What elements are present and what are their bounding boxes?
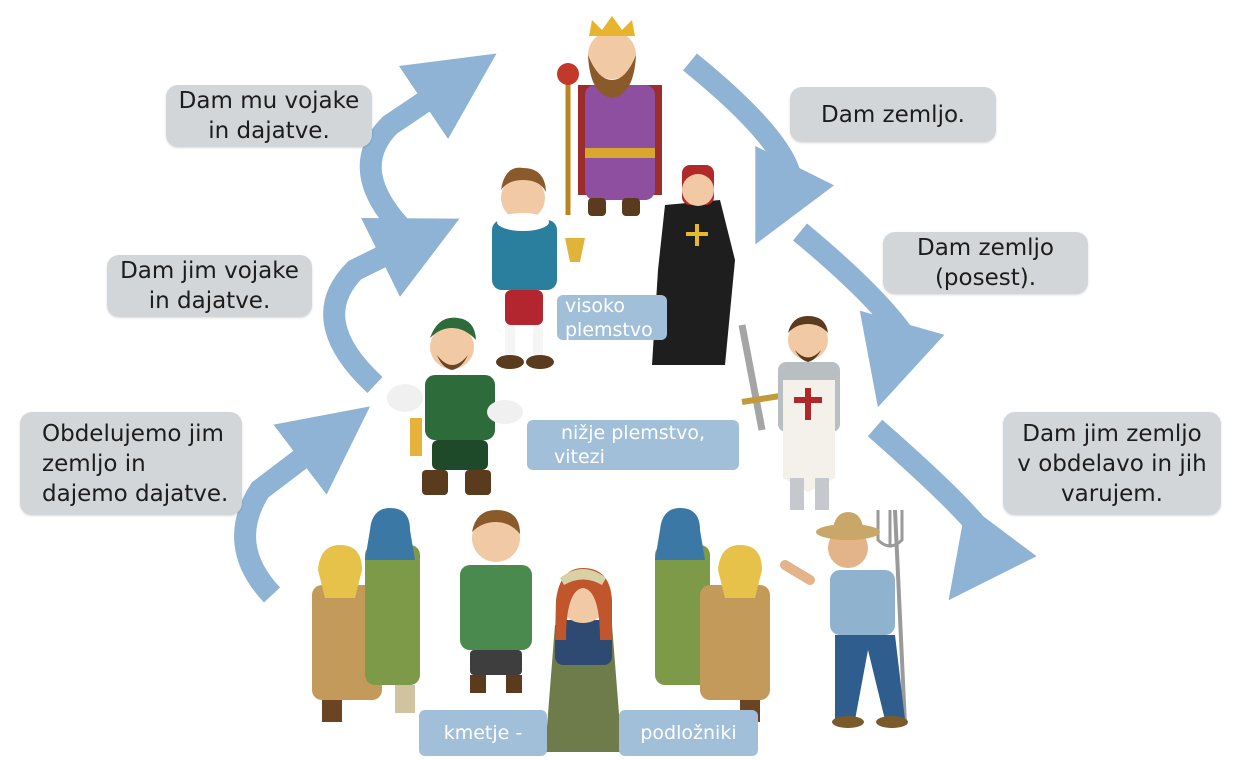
peasant-girl-figure xyxy=(545,568,622,752)
label-right-bottom-line3: varujem. xyxy=(1061,480,1163,507)
peasant-group-left xyxy=(312,508,420,722)
label-right-middle: Dam zemljo (posest). xyxy=(883,232,1088,294)
label-left-bottom: Obdelujemo jim zemljo in dajemo dajatve. xyxy=(20,412,242,515)
label-left-bottom-line1: Obdelujemo jim xyxy=(42,420,224,447)
knight-figure xyxy=(738,316,840,510)
arrow-left-middle xyxy=(323,217,460,394)
peasant-boy-figure xyxy=(460,510,532,693)
arrow-right-bottom xyxy=(867,419,1037,601)
label-right-bottom-line2: v obdelavo in jih xyxy=(1017,450,1207,477)
farmer-with-pitchfork-figure xyxy=(780,509,908,728)
tag-low-nobility: nižje plemstvo, vitezi xyxy=(527,420,739,470)
tag-high-nobility: visoko plemstvo xyxy=(557,294,667,341)
label-right-middle-line1: Dam zemljo xyxy=(916,235,1054,261)
lower-noble-figure xyxy=(387,317,523,495)
label-right-top-line1: Dam zemljo. xyxy=(821,101,965,128)
tag-serfs-text: podložniki xyxy=(640,722,737,744)
tag-low-nobility-line2: vitezi xyxy=(554,446,605,468)
arrow-left-bottom xyxy=(234,406,371,603)
label-right-top: Dam zemljo. xyxy=(790,87,996,142)
tag-low-nobility-line1: nižje plemstvo, xyxy=(560,422,706,444)
label-left-middle-line1: Dam jim vojake xyxy=(120,258,299,284)
king-figure xyxy=(557,16,662,216)
tag-serfs: podložniki xyxy=(619,710,758,756)
label-left-top: Dam mu vojake in dajatve. xyxy=(166,85,372,147)
label-right-bottom-line1: Dam jim zemljo xyxy=(1022,420,1202,447)
label-left-middle: Dam jim vojake in dajatve. xyxy=(107,255,312,317)
arrow-right-top xyxy=(683,53,835,245)
label-left-bottom-line2: zemljo in xyxy=(42,450,146,477)
tag-peasants: kmetje - xyxy=(419,710,547,756)
tag-high-nobility-line1: visoko xyxy=(565,294,625,317)
noble-figure xyxy=(492,167,585,369)
arrow-right-middle xyxy=(792,223,945,408)
tag-peasants-text: kmetje - xyxy=(443,722,523,744)
label-left-top-line1: Dam mu vojake xyxy=(178,88,360,114)
bishop-figure xyxy=(652,165,735,365)
arrow-left-top xyxy=(359,53,497,240)
label-left-top-line2: in dajatve. xyxy=(208,118,330,144)
label-left-middle-line2: in dajatve. xyxy=(148,288,271,314)
label-left-bottom-line3: dajemo dajatve. xyxy=(42,480,229,507)
tag-high-nobility-line2: plemstvo xyxy=(565,318,653,341)
label-right-bottom: Dam jim zemljo v obdelavo in jih varujem… xyxy=(1003,412,1221,515)
peasant-group-right xyxy=(655,508,770,722)
label-right-middle-line2: (posest). xyxy=(934,265,1037,291)
